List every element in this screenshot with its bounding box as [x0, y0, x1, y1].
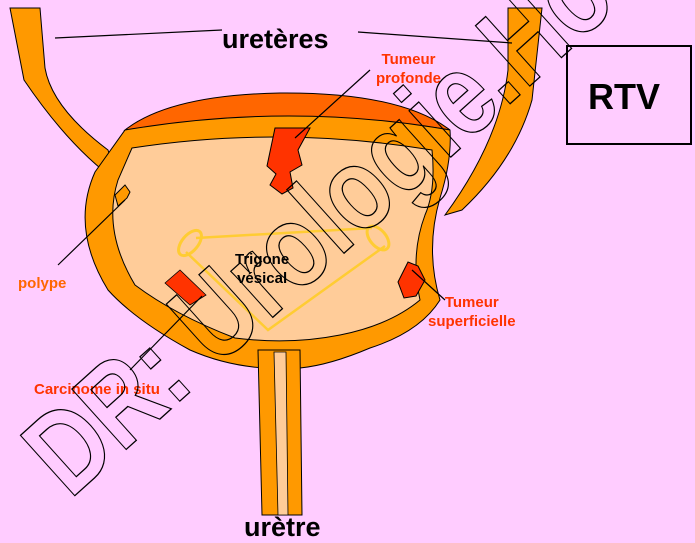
trigone-label-line2: vésical [235, 269, 289, 288]
rtv-box: RTV [566, 45, 692, 145]
urethra-label: urètre [244, 512, 321, 543]
ureters-label: uretères [222, 24, 329, 55]
left-ureter [10, 8, 118, 182]
trigone-label: Trigone vésical [235, 250, 289, 288]
polyp-label: polype [18, 274, 66, 293]
deep-tumor-label: Tumeur profonde [376, 50, 441, 88]
superficial-tumor-label: Tumeur superficielle [428, 293, 516, 331]
deep-tumor-label-line1: Tumeur [376, 50, 441, 69]
carcinoma-label: Carcinome in situ [34, 380, 160, 399]
deep-tumor-label-line2: profonde [376, 69, 441, 88]
trigone-label-line1: Trigone [235, 250, 289, 269]
superficial-tumor-label-line2: superficielle [428, 312, 516, 331]
rtv-label: RTV [588, 76, 660, 118]
superficial-tumor-label-line1: Tumeur [428, 293, 516, 312]
